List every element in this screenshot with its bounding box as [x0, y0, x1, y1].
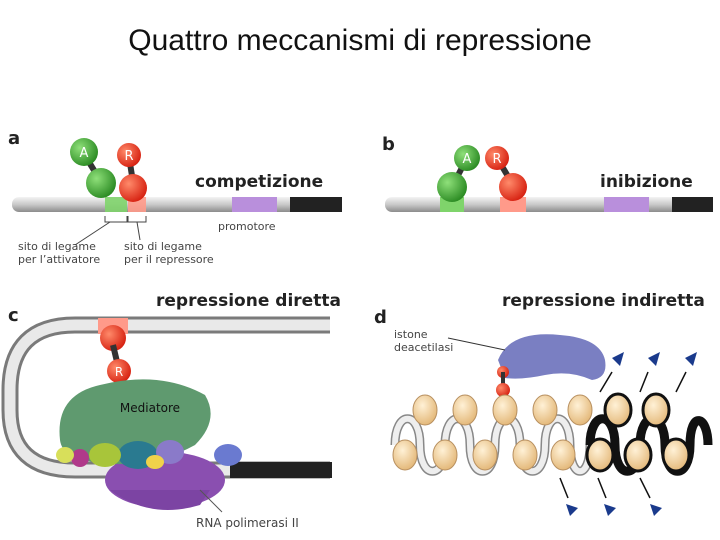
panel-c-heading: repressione diretta [156, 291, 341, 311]
activator-head-a [70, 138, 98, 166]
gtf-magenta [71, 449, 89, 467]
nucleosome [532, 394, 558, 426]
nucleosome-deacetylated [603, 392, 633, 428]
activator-site-pointer [74, 221, 111, 246]
gtf-violet [156, 440, 184, 464]
repressor-letter-c: R [115, 365, 123, 379]
nucleosome [392, 439, 418, 471]
nucleosome-deacetylated [623, 437, 653, 473]
dna-strand-b [385, 197, 713, 212]
panel-d [390, 334, 713, 516]
release-arrows-top [599, 371, 687, 393]
panel-a-heading: competizione [195, 172, 324, 192]
activator-letter-b: A [463, 152, 472, 167]
release-arrow [599, 371, 613, 393]
panel-d-heading: repressione indiretta [502, 291, 705, 311]
release-arrow [597, 477, 607, 499]
rna-polymerase-tail [110, 490, 210, 510]
acetyl-groups-top [612, 352, 697, 366]
release-arrow [559, 477, 569, 499]
gene-segment-a [290, 197, 342, 212]
release-arrow [675, 371, 687, 393]
repressor-site-b [500, 197, 526, 212]
activator-site-a [105, 197, 127, 212]
hdac-repressor-bottom [496, 383, 510, 397]
panel-c-letter: c [8, 305, 19, 326]
panel-c: R Mediatore [1, 316, 332, 513]
activator-letter-a: A [80, 146, 89, 161]
repressor-head-c [107, 359, 131, 383]
hdac-pointer [447, 337, 506, 351]
gene-segment-b [672, 197, 713, 212]
acetyl-group [566, 504, 578, 516]
nucleosome [452, 394, 478, 426]
acetyl-group [612, 352, 624, 366]
activator-head-b [454, 145, 480, 171]
nucleosome [472, 439, 498, 471]
gtf-gold [146, 455, 164, 469]
nucleosome [492, 394, 518, 426]
repressor-letter-a: R [124, 149, 133, 164]
repressor-head-a [117, 143, 141, 167]
hdac-enzyme [498, 334, 606, 380]
page-title: Quattro meccanismi di repressione [128, 24, 592, 57]
panel-d-letter: d [374, 307, 387, 328]
activator-site-b [440, 197, 464, 212]
nucleosome-deacetylated [585, 437, 615, 473]
acetyl-group [604, 504, 616, 516]
repressor-body-c [100, 325, 126, 351]
promoter-a [232, 197, 277, 212]
promoter-label: promotore [218, 220, 276, 233]
repressor-head-b [485, 146, 509, 170]
release-arrow [639, 477, 651, 499]
panel-a-letter: a [8, 128, 21, 149]
acetyl-group [650, 504, 662, 516]
repressor-body-b [499, 173, 527, 201]
nucleosome-deacetylated [661, 437, 691, 473]
panel-b: A R [385, 145, 713, 212]
repressor-letter-b: R [492, 152, 501, 167]
site-brackets [104, 216, 147, 223]
nucleosome-deacetylated [641, 392, 671, 428]
acetyl-groups-bottom [566, 504, 662, 516]
repressor-body-a [119, 174, 147, 202]
panel-a: A R [12, 138, 342, 246]
release-arrow [639, 371, 649, 393]
gtf-blue-right [214, 444, 242, 466]
release-arrows-bottom [559, 477, 651, 499]
nucleosome [432, 439, 458, 471]
nucleosome [512, 439, 538, 471]
gtf-yellow [56, 447, 74, 463]
gene-segment-c [230, 462, 332, 478]
panel-b-letter: b [382, 134, 395, 155]
chromatin-dna-light [392, 415, 593, 475]
acetyl-group [685, 352, 697, 366]
hdac-label: istone deacetilasi [394, 328, 454, 354]
nucleosome [412, 394, 438, 426]
repressor-site-label: sito di legame per il repressore [124, 240, 214, 266]
rna-pol-label: RNA polimerasi II [196, 516, 299, 530]
panel-b-heading: inibizione [600, 172, 693, 192]
nucleosome [567, 394, 593, 426]
acetyl-group [648, 352, 660, 366]
mediator-label: Mediatore [120, 401, 180, 415]
gtf-lime [89, 443, 121, 467]
promoter-b [604, 197, 649, 212]
activator-site-label: sito di legame per l’attivatore [18, 240, 101, 266]
rna-pol-pointer [199, 489, 223, 513]
repressor-site-pointer [136, 221, 141, 241]
activator-body-a [86, 168, 116, 198]
dna-loop [4, 319, 330, 476]
activator-body-b [437, 172, 467, 202]
nucleosome [550, 439, 576, 471]
